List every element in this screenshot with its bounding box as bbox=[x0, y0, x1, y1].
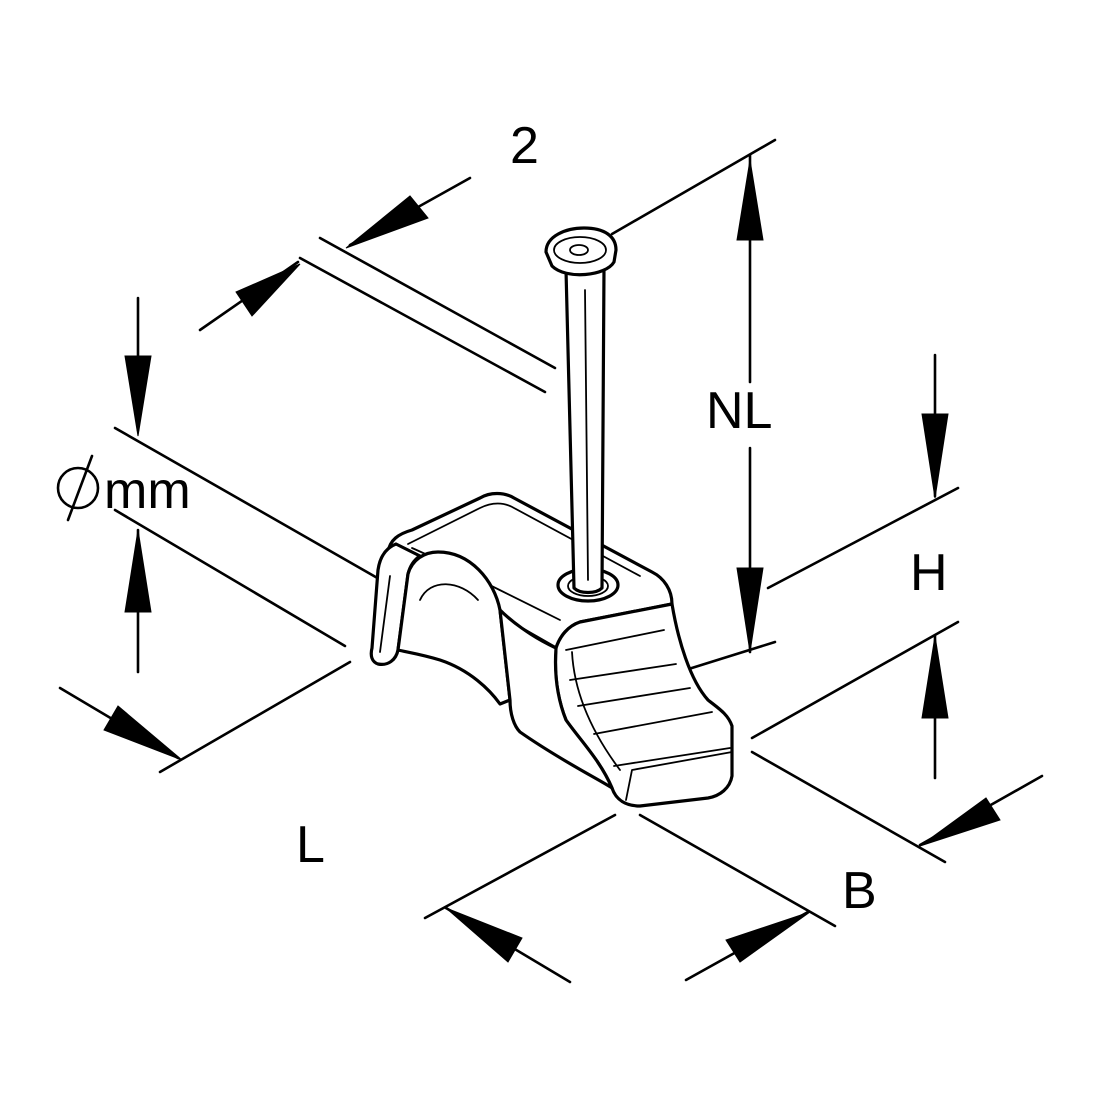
extension-line bbox=[610, 138, 777, 236]
arrow-head bbox=[736, 159, 764, 241]
extension-line bbox=[750, 750, 947, 864]
dimension-diameter bbox=[113, 296, 397, 674]
arrow-head bbox=[103, 705, 183, 761]
clip-rib bbox=[577, 687, 691, 707]
clip-rib bbox=[571, 651, 621, 771]
label-diameter: mm bbox=[104, 462, 191, 520]
clip-rib bbox=[569, 663, 677, 681]
nail-head-top bbox=[553, 236, 607, 264]
dimension-2 bbox=[198, 176, 557, 394]
extension-line bbox=[766, 486, 960, 590]
dimension-h bbox=[750, 353, 960, 780]
extension-line bbox=[158, 660, 352, 774]
clip-rib bbox=[613, 747, 731, 767]
label-width: B bbox=[842, 862, 877, 920]
label-length: L bbox=[296, 816, 325, 874]
clip-rib bbox=[565, 629, 665, 651]
label-nail-length: NL bbox=[706, 382, 772, 440]
extension-line bbox=[638, 813, 837, 928]
clip-rib bbox=[625, 751, 733, 801]
arrow-head bbox=[921, 635, 949, 719]
diameter-symbol-icon bbox=[56, 454, 100, 522]
arrow-head bbox=[919, 797, 1001, 847]
extension-line bbox=[113, 426, 397, 590]
label-diameter-group: mm bbox=[56, 454, 191, 522]
arrow-head bbox=[725, 911, 811, 963]
arrow-head bbox=[124, 355, 152, 437]
extension-line bbox=[423, 813, 617, 920]
nail bbox=[544, 226, 618, 595]
cable-clip bbox=[369, 491, 734, 808]
arrow-head bbox=[445, 907, 523, 963]
clip-top-edge bbox=[407, 502, 641, 577]
extension-line bbox=[113, 508, 347, 648]
label-nail-spacing: 2 bbox=[510, 117, 539, 175]
arrow-head bbox=[736, 567, 764, 653]
nail-head-center bbox=[569, 244, 589, 256]
label-height: H bbox=[910, 544, 948, 602]
nail-shank-edge bbox=[584, 289, 589, 581]
clip-arch-inner bbox=[419, 583, 479, 601]
arrow-head bbox=[921, 413, 949, 499]
extension-line bbox=[750, 620, 960, 740]
arrow-head bbox=[345, 195, 429, 249]
extension-line bbox=[318, 236, 557, 370]
dimension-l bbox=[58, 660, 617, 984]
clip-side-face bbox=[498, 608, 614, 790]
arrow-head bbox=[124, 529, 152, 613]
clip-left-leg-edge bbox=[379, 575, 391, 653]
nail-shank bbox=[564, 266, 606, 595]
arrow-head bbox=[235, 263, 301, 317]
dimension-b bbox=[638, 750, 1044, 982]
clip-rib bbox=[593, 711, 713, 735]
extension-line bbox=[298, 256, 547, 394]
